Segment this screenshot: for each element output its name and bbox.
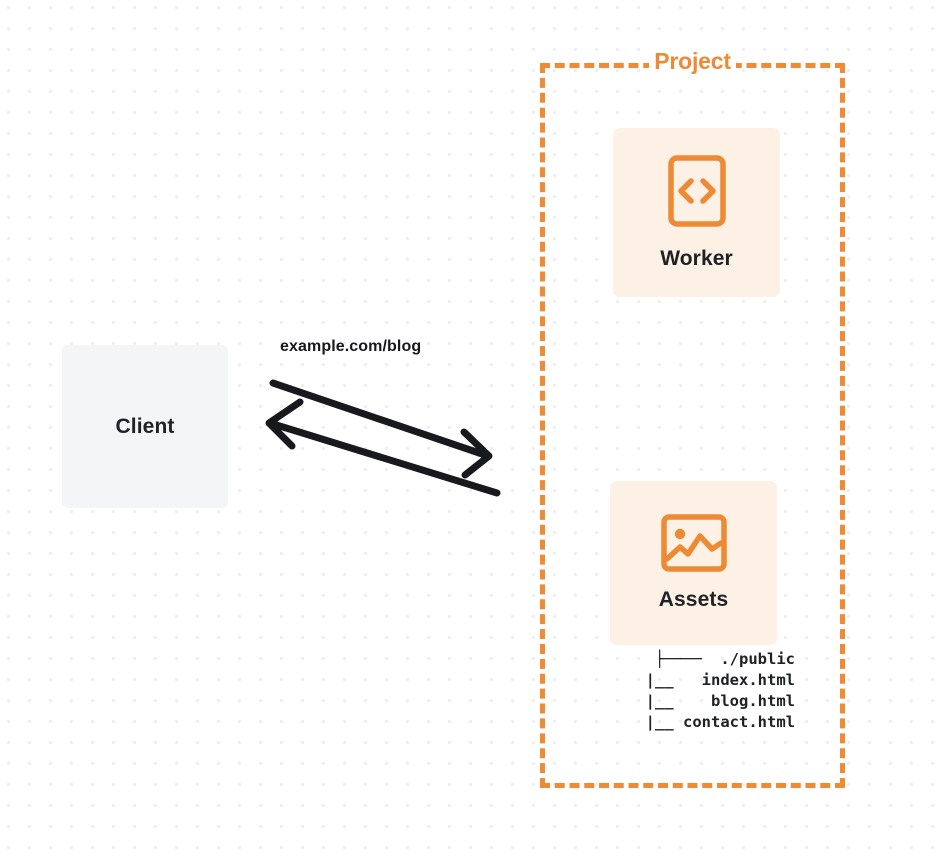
request-arrow <box>269 379 493 479</box>
image-icon <box>660 514 727 572</box>
worker-card-label: Worker <box>660 246 733 270</box>
client-node-label: Client <box>115 414 175 438</box>
response-arrow <box>265 398 501 497</box>
assets-file-tree: ├──── ./public |__ index.html |__ blog.h… <box>645 650 795 731</box>
project-title: Project <box>540 48 845 75</box>
project-title-text: Project <box>649 48 736 74</box>
client-node[interactable]: Client <box>62 345 228 508</box>
connection-label: example.com/blog <box>280 338 422 355</box>
worker-card[interactable]: Worker <box>613 128 780 297</box>
code-brackets-icon <box>667 154 726 227</box>
assets-card-label: Assets <box>658 588 729 611</box>
assets-card[interactable]: Assets <box>610 481 777 645</box>
